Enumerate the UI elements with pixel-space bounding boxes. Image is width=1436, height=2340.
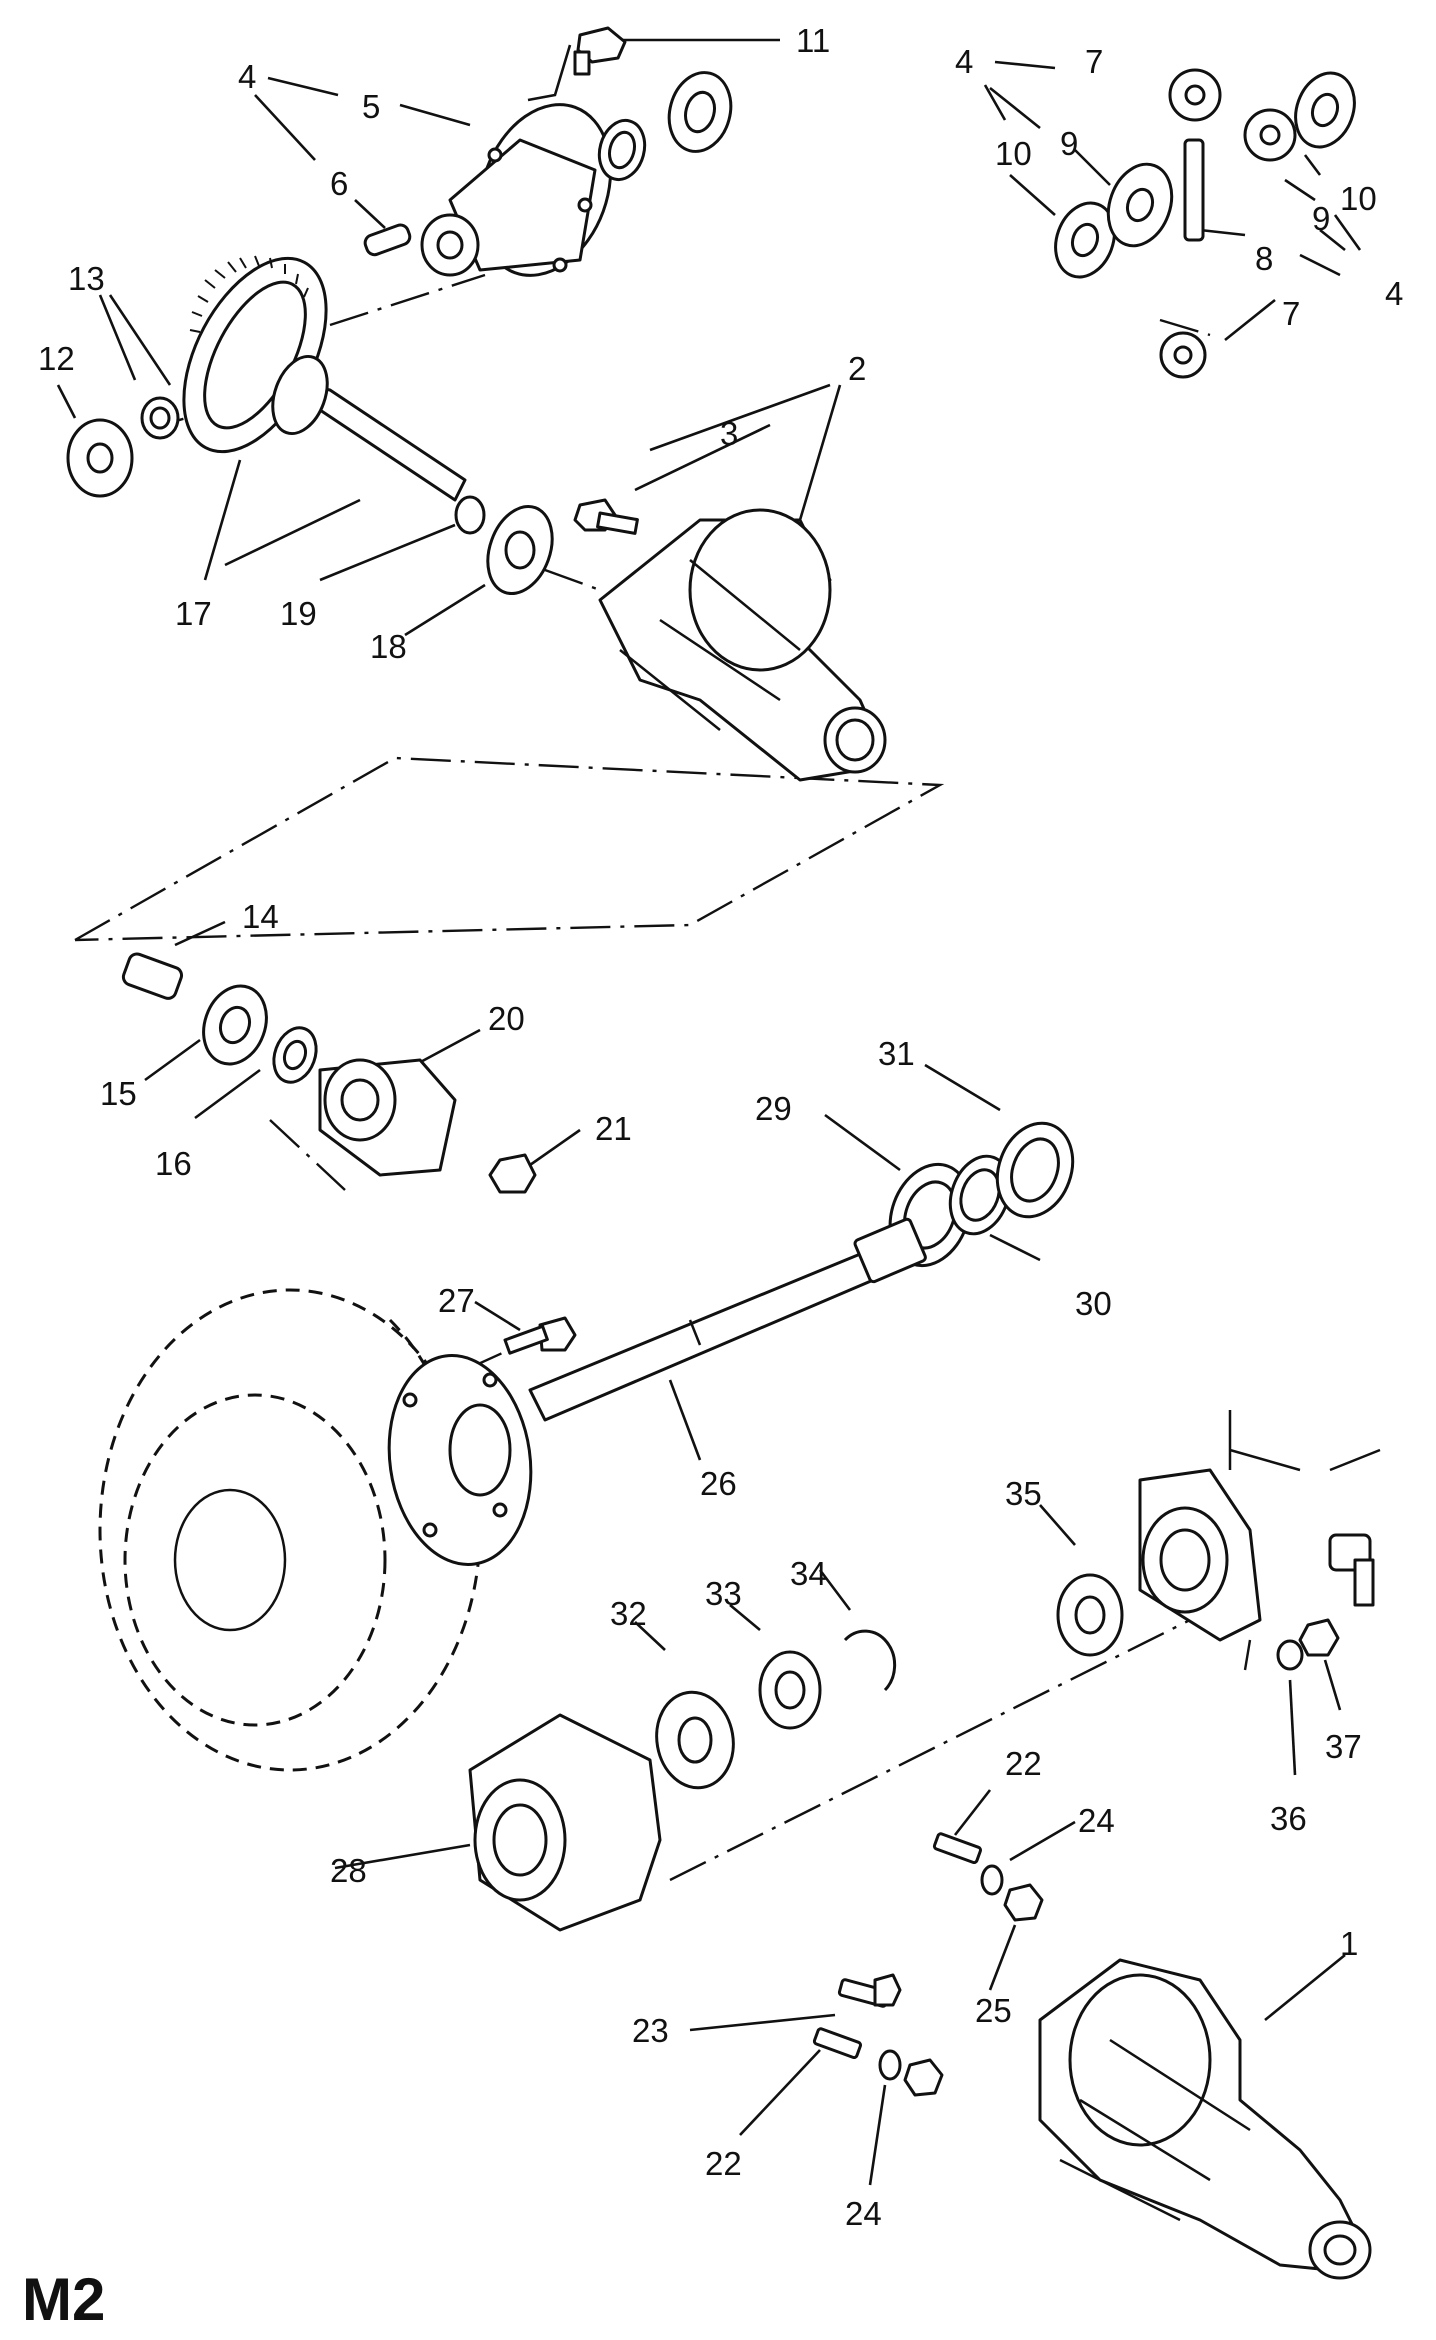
callout-17: 17 [175,595,212,632]
bearing-icon [1056,1573,1124,1657]
callout-13: 13 [68,260,105,297]
callout-9: 9 [1060,125,1078,162]
callout-5: 5 [362,88,380,125]
part-illustrations [66,26,1381,2280]
ring-gear-icon [182,255,328,454]
callout-32: 32 [610,1595,647,1632]
assembly-lines [74,44,1252,1882]
callout-29: 29 [755,1090,792,1127]
callout-23: 23 [632,2012,669,2049]
callout-1: 1 [1340,1925,1358,1962]
callout-9: 9 [1312,200,1330,237]
callout-22: 22 [705,2145,742,2182]
lock-washer-icon [878,1864,1004,2081]
wheel-bolt-icon [503,1316,577,1355]
pinion-bearing-icon [66,396,180,498]
callout-10: 10 [1340,180,1377,217]
callout-30: 30 [1075,1285,1112,1322]
bearing-retainer-icon [468,1713,662,1932]
callout-31: 31 [878,1035,915,1072]
bolt-icon [573,26,627,76]
thrust-washer-icon [1054,71,1356,279]
callout-24: 24 [1078,1802,1115,1839]
companion-flange-icon [318,1058,457,1177]
flange-nut-icon [488,1153,537,1194]
stud-icon [812,1832,983,2060]
spider-gear-icon [1159,68,1297,379]
bearing-ring-icon [597,71,733,182]
callout-10: 10 [995,135,1032,172]
callout-20: 20 [488,1000,525,1037]
diagram-id-label: M2 [22,2266,105,2333]
callout-7: 7 [1085,43,1103,80]
callout-36: 36 [1270,1800,1307,1837]
callout-22: 22 [1005,1745,1042,1782]
callout-26: 26 [700,1465,737,1502]
callout-4: 4 [1385,275,1403,312]
callout-15: 15 [100,1075,137,1112]
callout-4: 4 [955,43,973,80]
callout-37: 37 [1325,1728,1362,1765]
differential-case-icon [363,103,613,277]
cross-shaft-icon [1183,138,1205,242]
callout-labels: 11 4 5 6 13 12 2 3 17 19 18 4 7 10 9 10 … [38,22,1403,2232]
callout-12: 12 [38,340,75,377]
hex-nut-icon [903,1883,1044,2097]
callout-18: 18 [370,628,407,665]
callout-35: 35 [1005,1475,1042,1512]
callout-3: 3 [720,415,738,452]
callout-25: 25 [975,1992,1012,2029]
callout-19: 19 [280,595,317,632]
callout-2: 2 [848,350,866,387]
callout-14: 14 [242,898,279,935]
callout-34: 34 [790,1555,827,1592]
pinion-shaft-icon [271,354,554,596]
axle-flange-icon [387,1354,533,1566]
callout-27: 27 [438,1282,475,1319]
axle-assembly-icon [1038,1958,1372,2280]
callout-8: 8 [1255,240,1273,277]
leader-lines [56,38,1362,2186]
callout-4: 4 [238,58,256,95]
callout-6: 6 [330,165,348,202]
pinion-nut-icon [121,952,318,1084]
axle-shaft-icon [528,1217,927,1422]
callout-21: 21 [595,1110,632,1147]
bolt-icon [573,498,639,535]
callout-11: 11 [796,22,830,59]
axle-housing-icon [598,508,887,782]
callout-16: 16 [155,1145,192,1182]
washer-nut-icon [1276,1618,1340,1671]
side-gear-icon [1106,162,1174,248]
callout-24: 24 [845,2195,882,2232]
callout-7: 7 [1282,295,1300,332]
callout-28: 28 [330,1852,367,1889]
wheel-bearing-icon [655,1629,897,1790]
brake-backing-bracket-icon [1138,1410,1381,1642]
callout-33: 33 [705,1575,742,1612]
